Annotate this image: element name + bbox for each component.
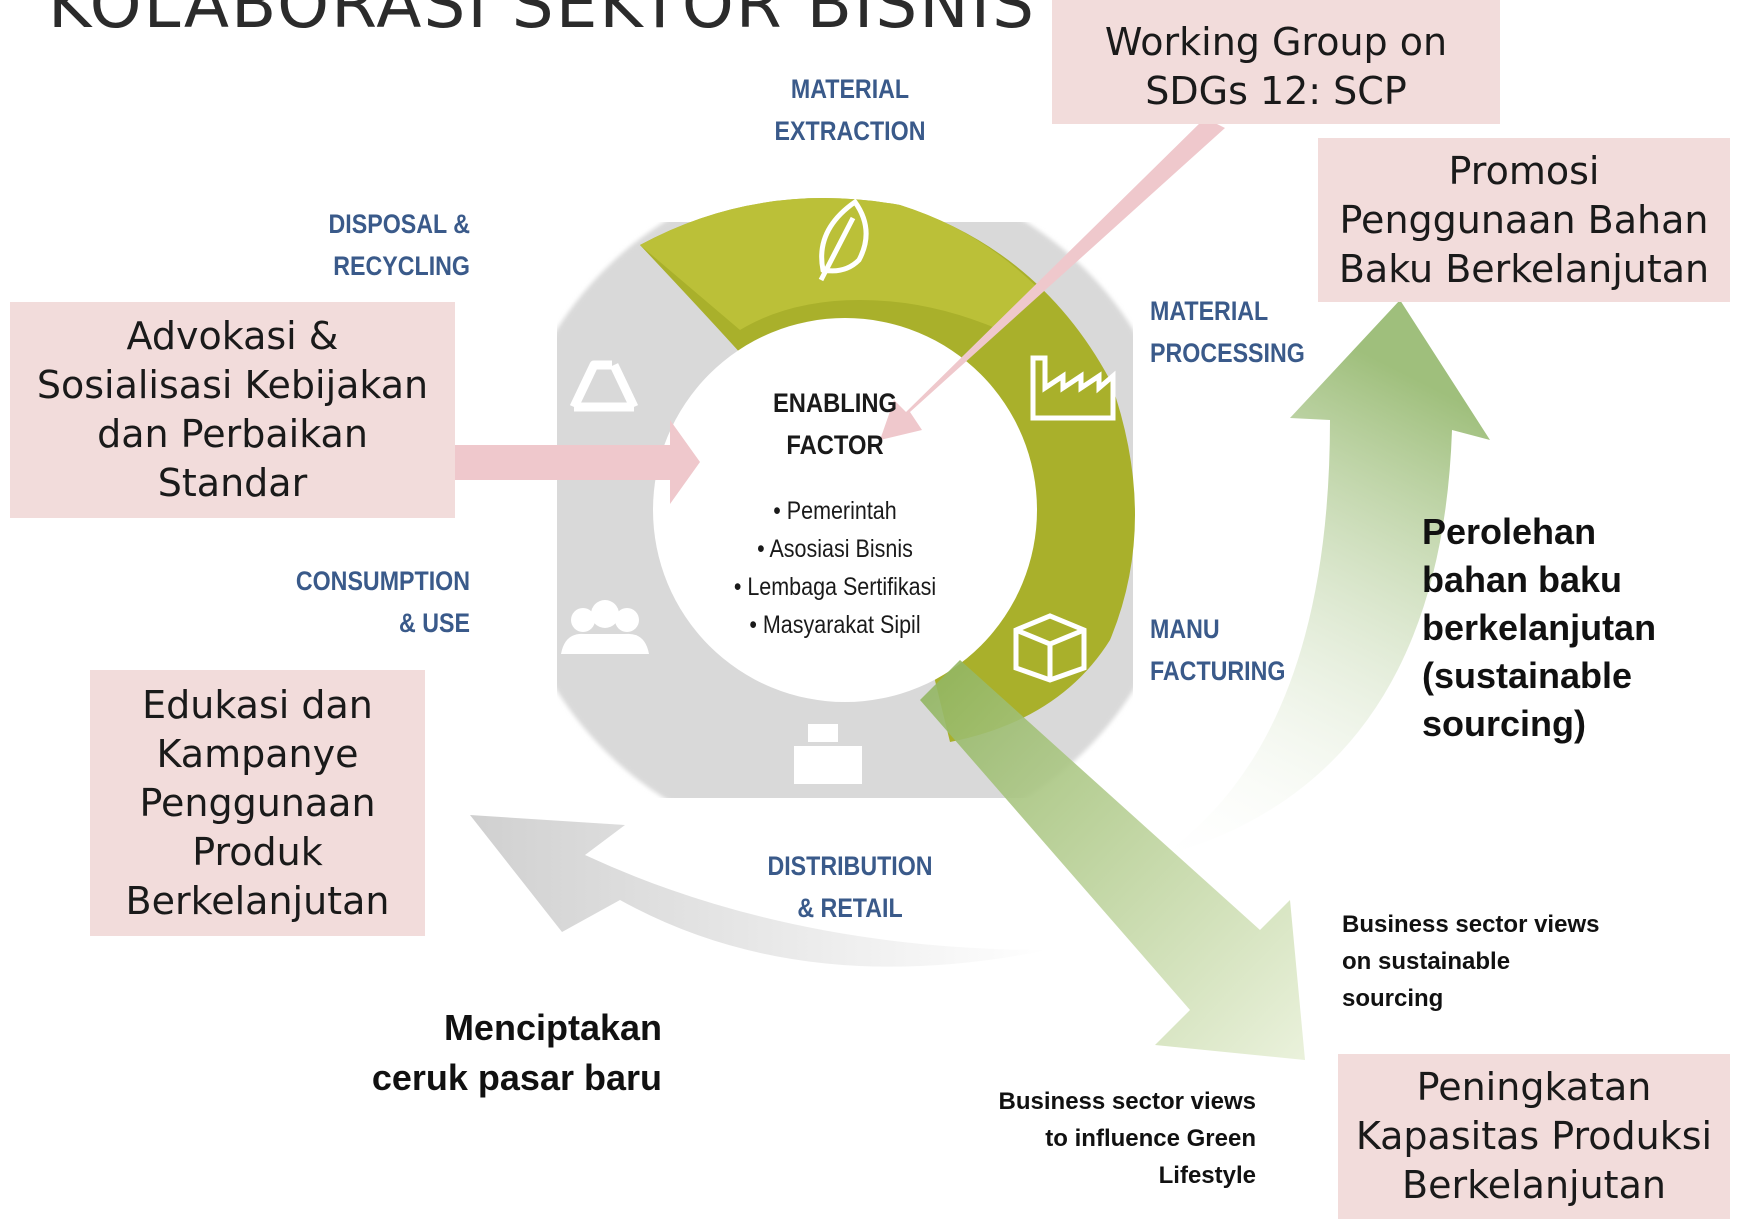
note-business-sourcing: Business sector views on sustainable sou… bbox=[1342, 911, 1600, 1012]
recycle-icon bbox=[569, 360, 639, 412]
stage-distribution-retail: DISTRIBUTION & RETAIL bbox=[767, 851, 933, 923]
factory-icon bbox=[1030, 355, 1116, 421]
leaf-icon bbox=[818, 198, 869, 282]
box-advokasi: Advokasi & Sosialisasi Kebijakan dan Per… bbox=[10, 302, 455, 518]
box-promosi: Promosi Penggunaan Bahan Baku Berkelanju… bbox=[1318, 138, 1730, 302]
green-curved-arrow bbox=[1160, 300, 1490, 857]
note-menciptakan: Menciptakan ceruk pasar baru bbox=[371, 1007, 662, 1098]
pink-arrow-advokasi bbox=[455, 420, 700, 504]
list-item: Pemerintah bbox=[710, 492, 959, 530]
stage-material-extraction: MATERIAL EXTRACTION bbox=[774, 74, 926, 146]
cash-register-icon bbox=[794, 724, 862, 784]
list-item: Lembaga Sertifikasi bbox=[710, 568, 959, 606]
stage-consumption-use: CONSUMPTION & USE bbox=[295, 566, 470, 638]
page-title: KOLABORASI SEKTOR BISNIS bbox=[48, 0, 1037, 43]
note-business-green: Business sector views to influence Green… bbox=[998, 1088, 1256, 1189]
box-edukasi: Edukasi dan Kampanye Penggunaan Produk B… bbox=[90, 670, 425, 936]
list-item: Asosiasi Bisnis bbox=[710, 530, 959, 568]
diagonal-green-arrow bbox=[920, 660, 1305, 1060]
people-icon bbox=[561, 600, 649, 654]
enabling-factor-list: Pemerintah Asosiasi Bisnis Lembaga Serti… bbox=[710, 492, 959, 644]
stage-manufacturing: MANU FACTURING bbox=[1150, 614, 1286, 686]
stage-material-processing: MATERIAL PROCESSING bbox=[1150, 296, 1305, 368]
box-edukasi-text: Edukasi dan Kampanye Penggunaan Produk B… bbox=[125, 682, 390, 923]
grey-curved-arrow bbox=[470, 815, 1048, 967]
enabling-factor-title: ENABLING FACTOR bbox=[772, 388, 898, 460]
box-advokasi-text: Advokasi & Sosialisasi Kebijakan dan Per… bbox=[36, 314, 429, 505]
list-item: Masyarakat Sipil bbox=[710, 606, 959, 644]
box-promosi-text: Promosi Penggunaan Bahan Baku Berkelanju… bbox=[1338, 148, 1710, 291]
box-icon bbox=[1013, 613, 1087, 683]
box-peningkatan: Peningkatan Kapasitas Produksi Berkelanj… bbox=[1338, 1054, 1730, 1219]
ring-green-highlight bbox=[640, 198, 1040, 330]
box-peningkatan-text: Peningkatan Kapasitas Produksi Berkelanj… bbox=[1355, 1065, 1713, 1207]
note-perolehan: Perolehan bahan baku berkelanjutan (sust… bbox=[1422, 511, 1657, 744]
box-working-group: Working Group on SDGs 12: SCP bbox=[1052, 0, 1500, 124]
box-working-group-text: Working Group on SDGs 12: SCP bbox=[1104, 20, 1448, 113]
stage-disposal-recycling: DISPOSAL & RECYCLING bbox=[328, 209, 470, 281]
pink-arrow-working-group bbox=[880, 118, 1225, 440]
